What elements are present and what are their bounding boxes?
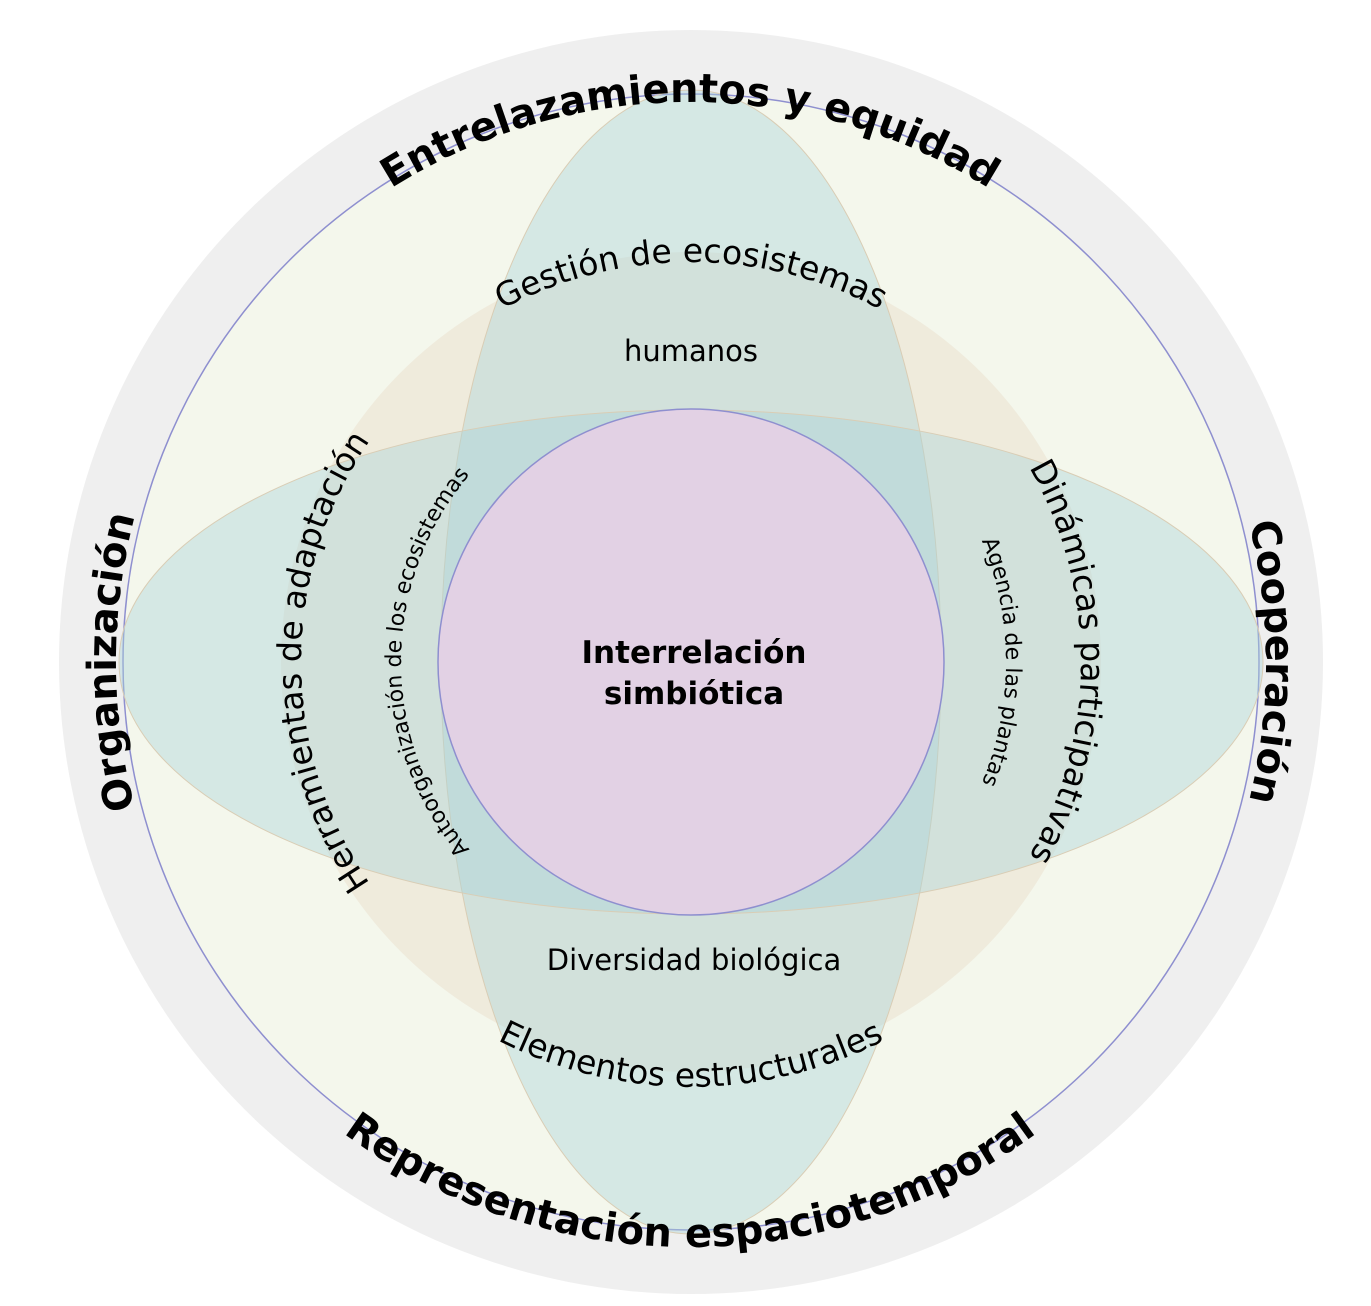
center-label-line2: simbiótica: [604, 676, 784, 712]
center-circle: [437, 408, 945, 916]
middle-label-top: humanos: [624, 334, 758, 368]
middle-label-bottom: Diversidad biológica: [547, 943, 841, 977]
center-label-line1: Interrelación: [582, 635, 807, 671]
